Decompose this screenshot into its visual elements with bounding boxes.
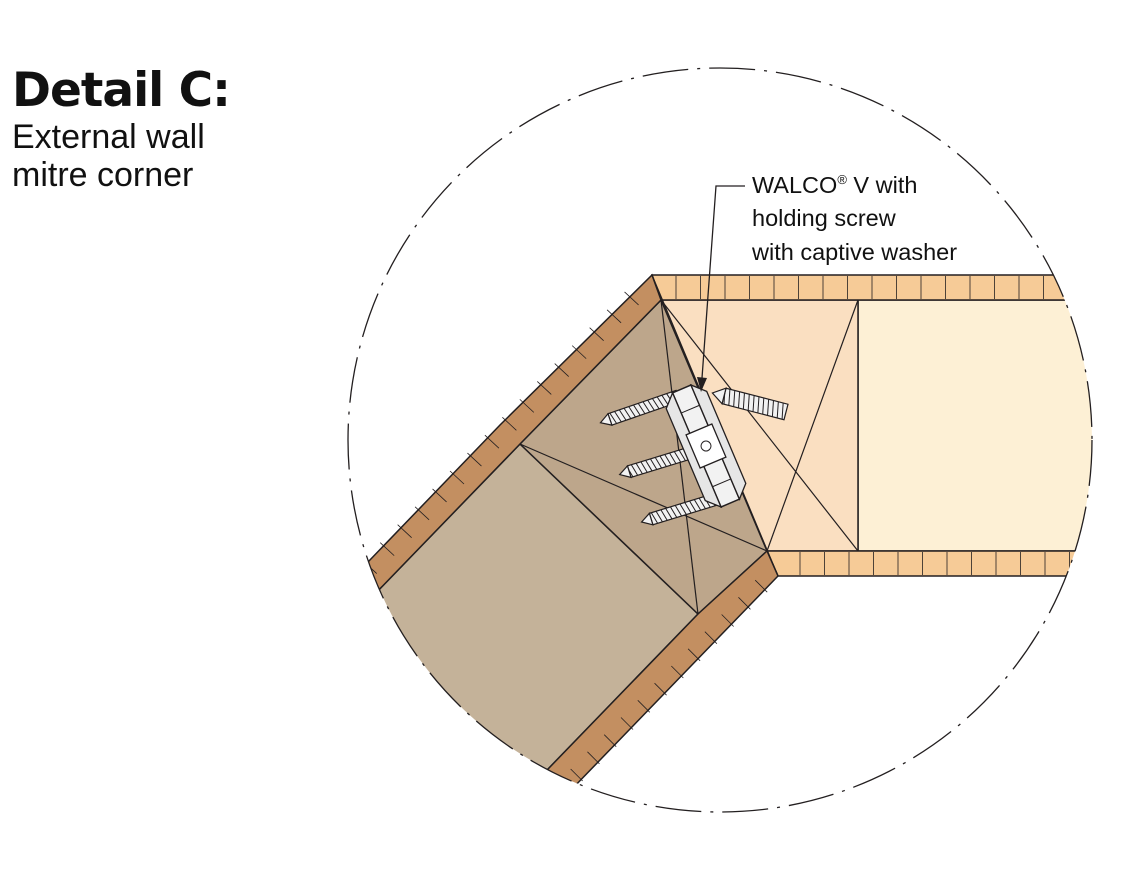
left-block-diagonal-2 [519, 443, 768, 552]
subtitle-line-2: mitre corner [12, 156, 194, 194]
right-panel-core [857, 299, 1092, 552]
subtitle-line-1: External wall [12, 118, 205, 156]
connector-bracket-icon [665, 383, 747, 509]
right-wall-panel [650, 274, 1092, 577]
callout-leader [697, 185, 745, 392]
callout-line-3: with captive washer [751, 239, 957, 265]
right-block-diagonal-2 [766, 299, 859, 552]
callout-line-1: WALCO® V with [752, 172, 917, 198]
screw-icon [599, 389, 681, 426]
right-block-diagonal-1 [660, 299, 859, 552]
trademark-symbol: ® [837, 172, 847, 187]
right-facing-dividers [675, 276, 1070, 575]
right-panel-facing-bottom [765, 550, 1092, 577]
detail-title: Detail C: [12, 63, 231, 118]
title-block: Detail C: External wall mitre corner [12, 63, 231, 195]
screw-icon [711, 387, 789, 421]
callout-line-2: holding screw [752, 205, 897, 231]
detail-boundary-circle [347, 67, 1093, 813]
screw-icon [618, 443, 703, 479]
wall-section [348, 273, 1092, 812]
